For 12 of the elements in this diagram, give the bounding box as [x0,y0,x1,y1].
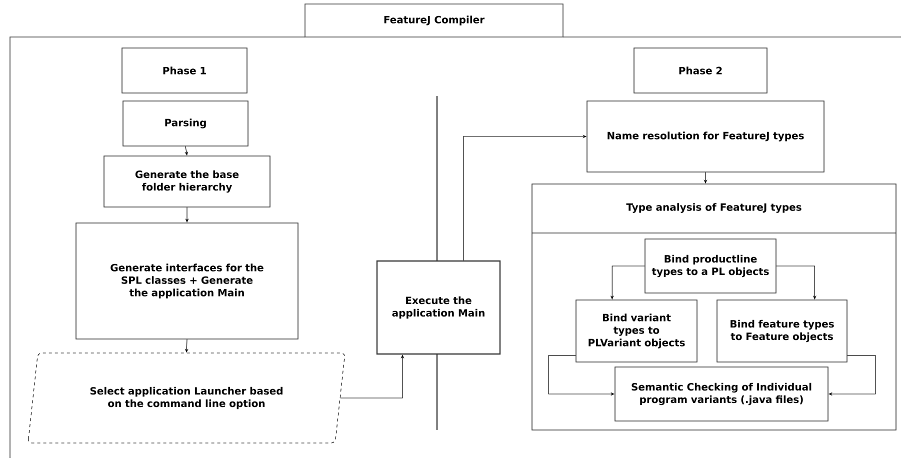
process-box: Execute the application Main [376,260,501,355]
process-box: Name resolution for FeatureJ types [586,100,824,172]
process-box: Generate interfaces for the SPL classes + Generate the application Main [76,222,298,340]
input-parallelogram: Select application Launcher based on the command line option [28,352,345,444]
process-box: Bind feature types to Feature objects [716,300,848,362]
process-box: Parsing [122,100,248,146]
process-box: Bind variant types to PLVariant objects [576,300,698,362]
process-box: Generate the base folder hierarchy [104,156,270,208]
process-box: Bind productline types to a PL objects [644,238,776,294]
process-box: Semantic Checking of Individual program variants (.java files) [614,366,828,422]
phase-box: Phase 2 [634,48,768,94]
phase-box: Phase 1 [122,48,248,94]
